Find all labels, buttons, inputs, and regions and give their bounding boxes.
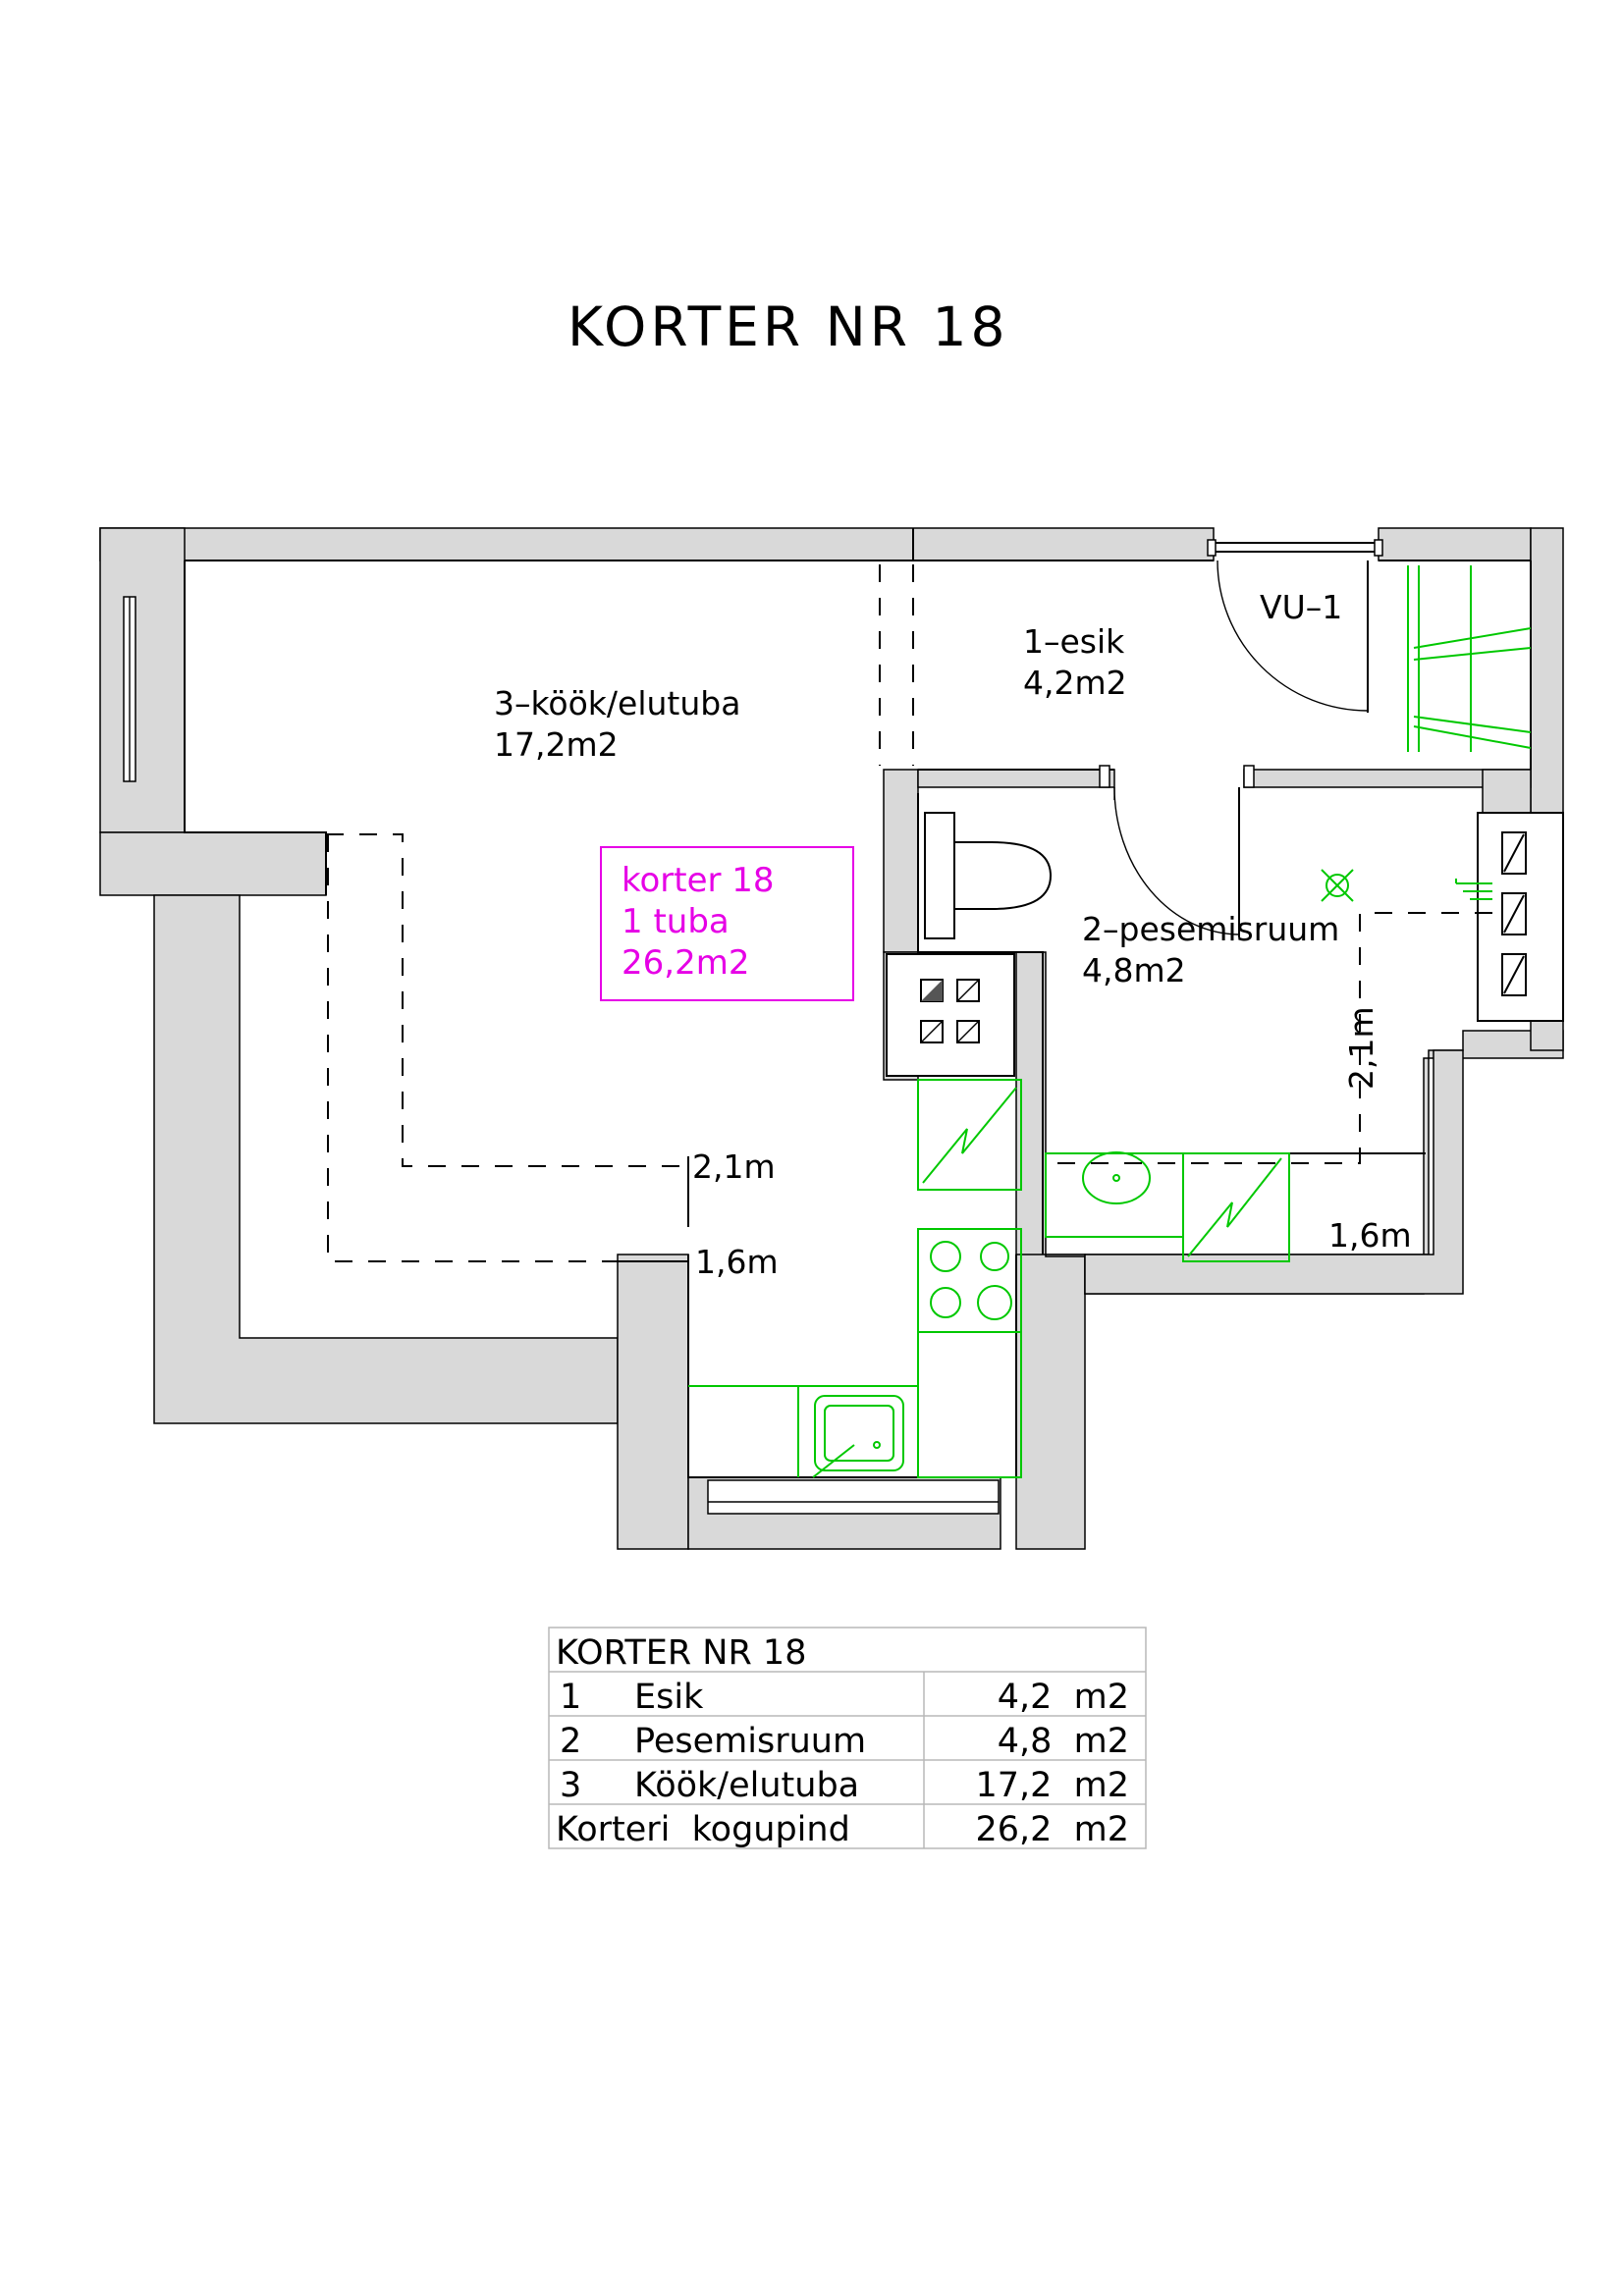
row-area: 4,2 m2 — [998, 1678, 1129, 1717]
bath-door — [918, 765, 1255, 937]
apartment-summary-box: korter 18 1 tuba 26,2m2 — [600, 846, 854, 1001]
summary-line-1: korter 18 — [622, 861, 775, 900]
dim-kitchen-upper: 2,1m — [692, 1148, 776, 1186]
light-icon — [1321, 869, 1354, 902]
kitchen-cabinets — [688, 1079, 1022, 1478]
room-kitchen-name: 3–köök/elutuba — [494, 684, 740, 722]
row-num: 2 — [560, 1722, 581, 1761]
row-area: 4,8 m2 — [998, 1722, 1129, 1761]
area-table: KORTER NR 18 1 Esik 4,2 m2 2 Pesemisruum… — [548, 1627, 1147, 1849]
room-kitchen-area: 17,2m2 — [494, 725, 619, 764]
outlet-icon — [1455, 879, 1492, 900]
table-row: 1 Esik 4,2 m2 — [560, 1678, 1129, 1717]
room-hall-name: 1–esik — [1023, 622, 1125, 661]
entrance-door — [1207, 539, 1383, 713]
stove-icon — [886, 953, 1015, 1077]
bath-height-zones — [1043, 912, 1492, 1164]
table-row: 2 Pesemisruum 4,8 m2 — [560, 1722, 1129, 1761]
summary-line-2: 1 tuba — [622, 902, 730, 941]
total-name: Korteri kogupind — [556, 1810, 850, 1849]
row-num: 1 — [560, 1678, 581, 1717]
row-num: 3 — [560, 1766, 581, 1805]
summary-line-3: 26,2m2 — [622, 943, 749, 983]
table-total-row: Korteri kogupind 26,2 m2 — [556, 1810, 1129, 1849]
wardrobe-label: VU–1 — [1260, 588, 1342, 626]
table-header: KORTER NR 18 — [556, 1633, 806, 1673]
row-name: Esik — [634, 1678, 704, 1717]
row-name: Pesemisruum — [634, 1722, 866, 1761]
dim-kitchen-lower: 1,6m — [695, 1243, 779, 1281]
kitchen-height-zones — [326, 833, 689, 1262]
plan-title: KORTER NR 18 — [568, 295, 1008, 358]
room-hall-area: 4,2m2 — [1023, 664, 1127, 702]
row-name: Köök/elutuba — [634, 1766, 859, 1805]
room-bath-area: 4,8m2 — [1082, 951, 1186, 989]
dim-bath-lower: 1,6m — [1328, 1216, 1412, 1255]
interior-outline — [184, 528, 1532, 1478]
row-area: 17,2 m2 — [975, 1766, 1129, 1805]
toilet-icon — [924, 812, 1053, 939]
wardrobe-rail — [1407, 565, 1532, 752]
bathroom-fixtures — [1045, 869, 1492, 1262]
walls — [99, 527, 1564, 1550]
table-row: 3 Köök/elutuba 17,2 m2 — [560, 1766, 1129, 1805]
dim-bath-vertical: 2,1m — [1342, 1006, 1380, 1090]
opening-lines — [879, 564, 914, 766]
total-area: 26,2 m2 — [975, 1810, 1129, 1849]
room-bath-name: 2–pesemisruum — [1082, 910, 1339, 948]
